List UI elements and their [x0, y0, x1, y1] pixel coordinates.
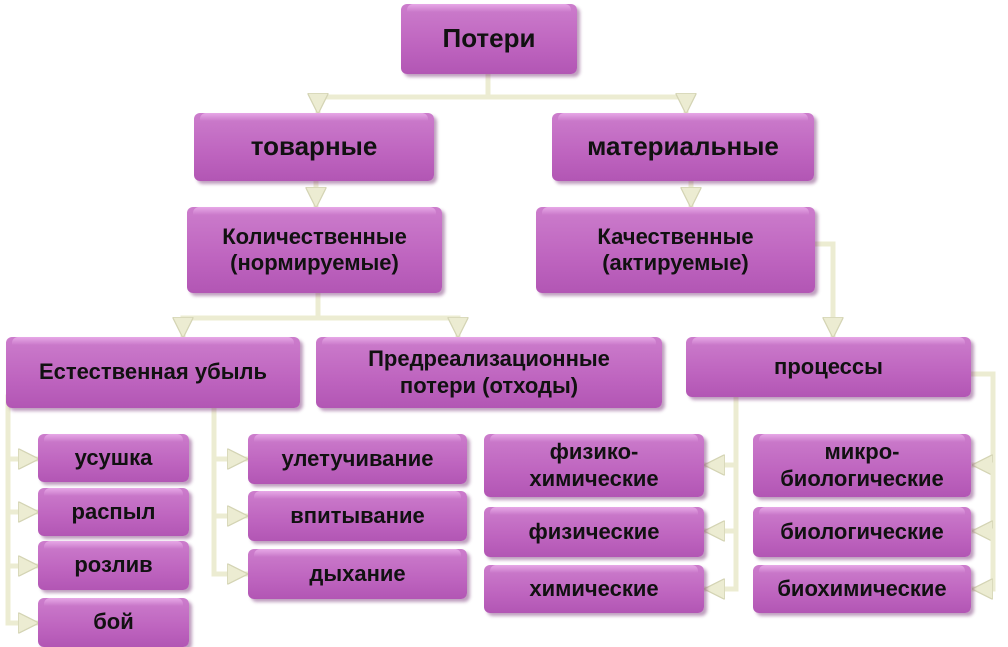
link-processes-physical — [703, 462, 739, 531]
link-quantitative-natural — [183, 290, 321, 339]
link-natural-breakage — [5, 563, 40, 623]
link-natural-absorption — [211, 456, 249, 516]
link-natural-spraying — [5, 456, 40, 512]
link-processes-biological — [971, 462, 996, 531]
node-absorption: впитывание — [248, 491, 467, 541]
node-natural-loss: Естественная убыль — [6, 337, 300, 408]
link-root-material — [485, 71, 686, 115]
node-pre-sale: Предреализационные потери (отходы) — [316, 337, 662, 408]
node-evaporation: улетучивание — [248, 434, 467, 484]
node-physical: физические — [484, 507, 704, 557]
node-spillage: розлив — [38, 541, 189, 590]
node-commodity: товарные — [194, 113, 434, 181]
link-quantitative-presale — [315, 290, 458, 339]
node-breakage: бой — [38, 598, 189, 647]
node-shrinkage: усушка — [38, 434, 189, 482]
node-chemical: химические — [484, 565, 704, 613]
node-respiration: дыхание — [248, 549, 467, 599]
link-natural-respiration — [211, 513, 249, 574]
link-processes-chemical — [703, 528, 739, 589]
node-spraying: распыл — [38, 488, 189, 536]
link-processes-microbiological — [969, 371, 996, 465]
node-material: материальные — [552, 113, 814, 181]
node-biological: биологические — [753, 507, 971, 557]
link-natural-spillage — [5, 509, 40, 566]
node-quantitative: Количественные (нормируемые) — [187, 207, 442, 293]
node-microbiological: микро- биологические — [753, 434, 971, 497]
link-natural-evaporation — [211, 405, 249, 459]
link-processes-biochemical — [971, 528, 996, 589]
node-root: Потери — [401, 4, 577, 74]
node-qualitative: Качественные (актируемые) — [536, 207, 815, 293]
node-physicochemical: физико- химические — [484, 434, 704, 497]
link-root-commodity — [318, 71, 491, 115]
node-processes: процессы — [686, 337, 971, 397]
node-biochemical: биохимические — [753, 565, 971, 613]
link-processes-physicochemical — [703, 394, 739, 465]
